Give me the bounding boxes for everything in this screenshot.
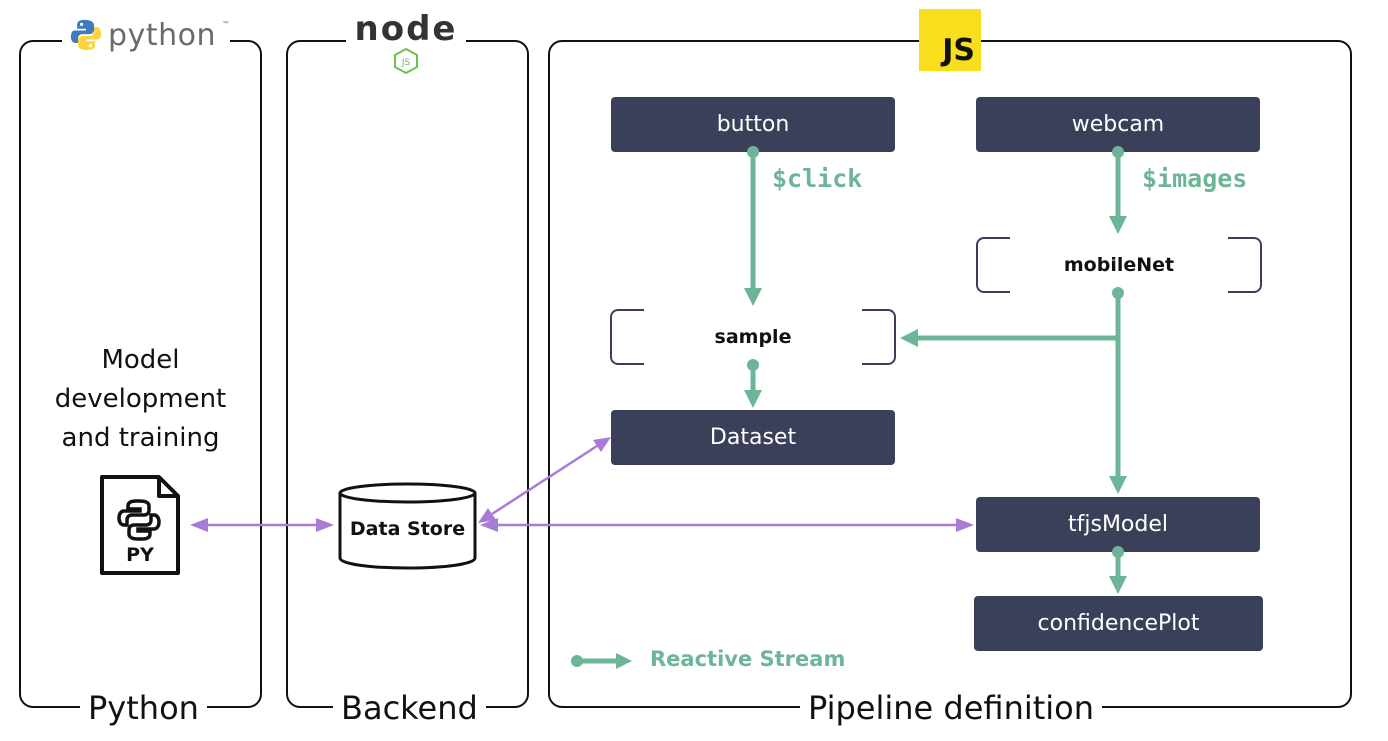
bracket-right [862, 309, 896, 365]
webcam-node: webcam [976, 97, 1260, 152]
datastore-dataset-link [478, 437, 611, 523]
tfjsmodel-node: tfjsModel [976, 497, 1260, 552]
js-logo-text: JS [942, 33, 975, 68]
images-stream-arrow [1109, 146, 1127, 234]
button-node: button [611, 97, 895, 152]
backend-panel-label: Backend [333, 688, 486, 728]
node-js-hexagon-icon: JS [394, 48, 418, 74]
click-stream-label: $click [772, 164, 863, 193]
python-datastore-link [190, 518, 334, 532]
python-file-icon: PY [99, 474, 181, 576]
python-logo-text: python [108, 17, 216, 53]
sample-operator: sample [610, 309, 896, 365]
data-store-label: Data Store [349, 518, 466, 540]
description-line: development [54, 384, 227, 414]
python-logo-icon [70, 19, 102, 51]
bracket-right [1228, 237, 1262, 293]
confidenceplot-node: confidencePlot [974, 596, 1263, 651]
mobilenet-to-sample-arrow [900, 287, 1124, 347]
model-development-text: Model development and training [19, 341, 262, 458]
python-logo: python ™ [62, 12, 230, 58]
node-logo: node JS [346, 8, 466, 74]
svg-text:JS: JS [401, 58, 411, 68]
description-line: Model [101, 345, 180, 375]
python-panel-label: Python [80, 688, 207, 728]
bracket-left [610, 309, 644, 365]
js-logo: JS [919, 9, 981, 71]
images-stream-label: $images [1142, 164, 1248, 193]
bracket-left [976, 237, 1010, 293]
sample-label: sample [714, 326, 792, 348]
mobilenet-operator: mobileNet [976, 237, 1262, 293]
legend: Reactive Stream [570, 645, 850, 677]
legend-stream-arrow-icon [571, 653, 632, 669]
py-file-label: PY [126, 544, 154, 566]
sample-to-dataset-arrow [744, 359, 762, 408]
datastore-tfjsmodel-link [480, 518, 974, 532]
dataset-node: Dataset [611, 410, 895, 465]
click-stream-arrow [744, 146, 762, 306]
legend-label: Reactive Stream [650, 647, 846, 671]
tfjsmodel-to-confidenceplot-arrow [1109, 546, 1127, 594]
mobilenet-to-tfjsmodel-arrow [1109, 338, 1127, 494]
data-store: Data Store [337, 482, 478, 570]
mobilenet-label: mobileNet [1063, 254, 1175, 276]
trademark-mark: ™ [222, 20, 230, 29]
pipeline-panel-label: Pipeline definition [800, 688, 1103, 728]
description-line: and training [61, 423, 220, 453]
node-logo-text: node [354, 9, 458, 49]
